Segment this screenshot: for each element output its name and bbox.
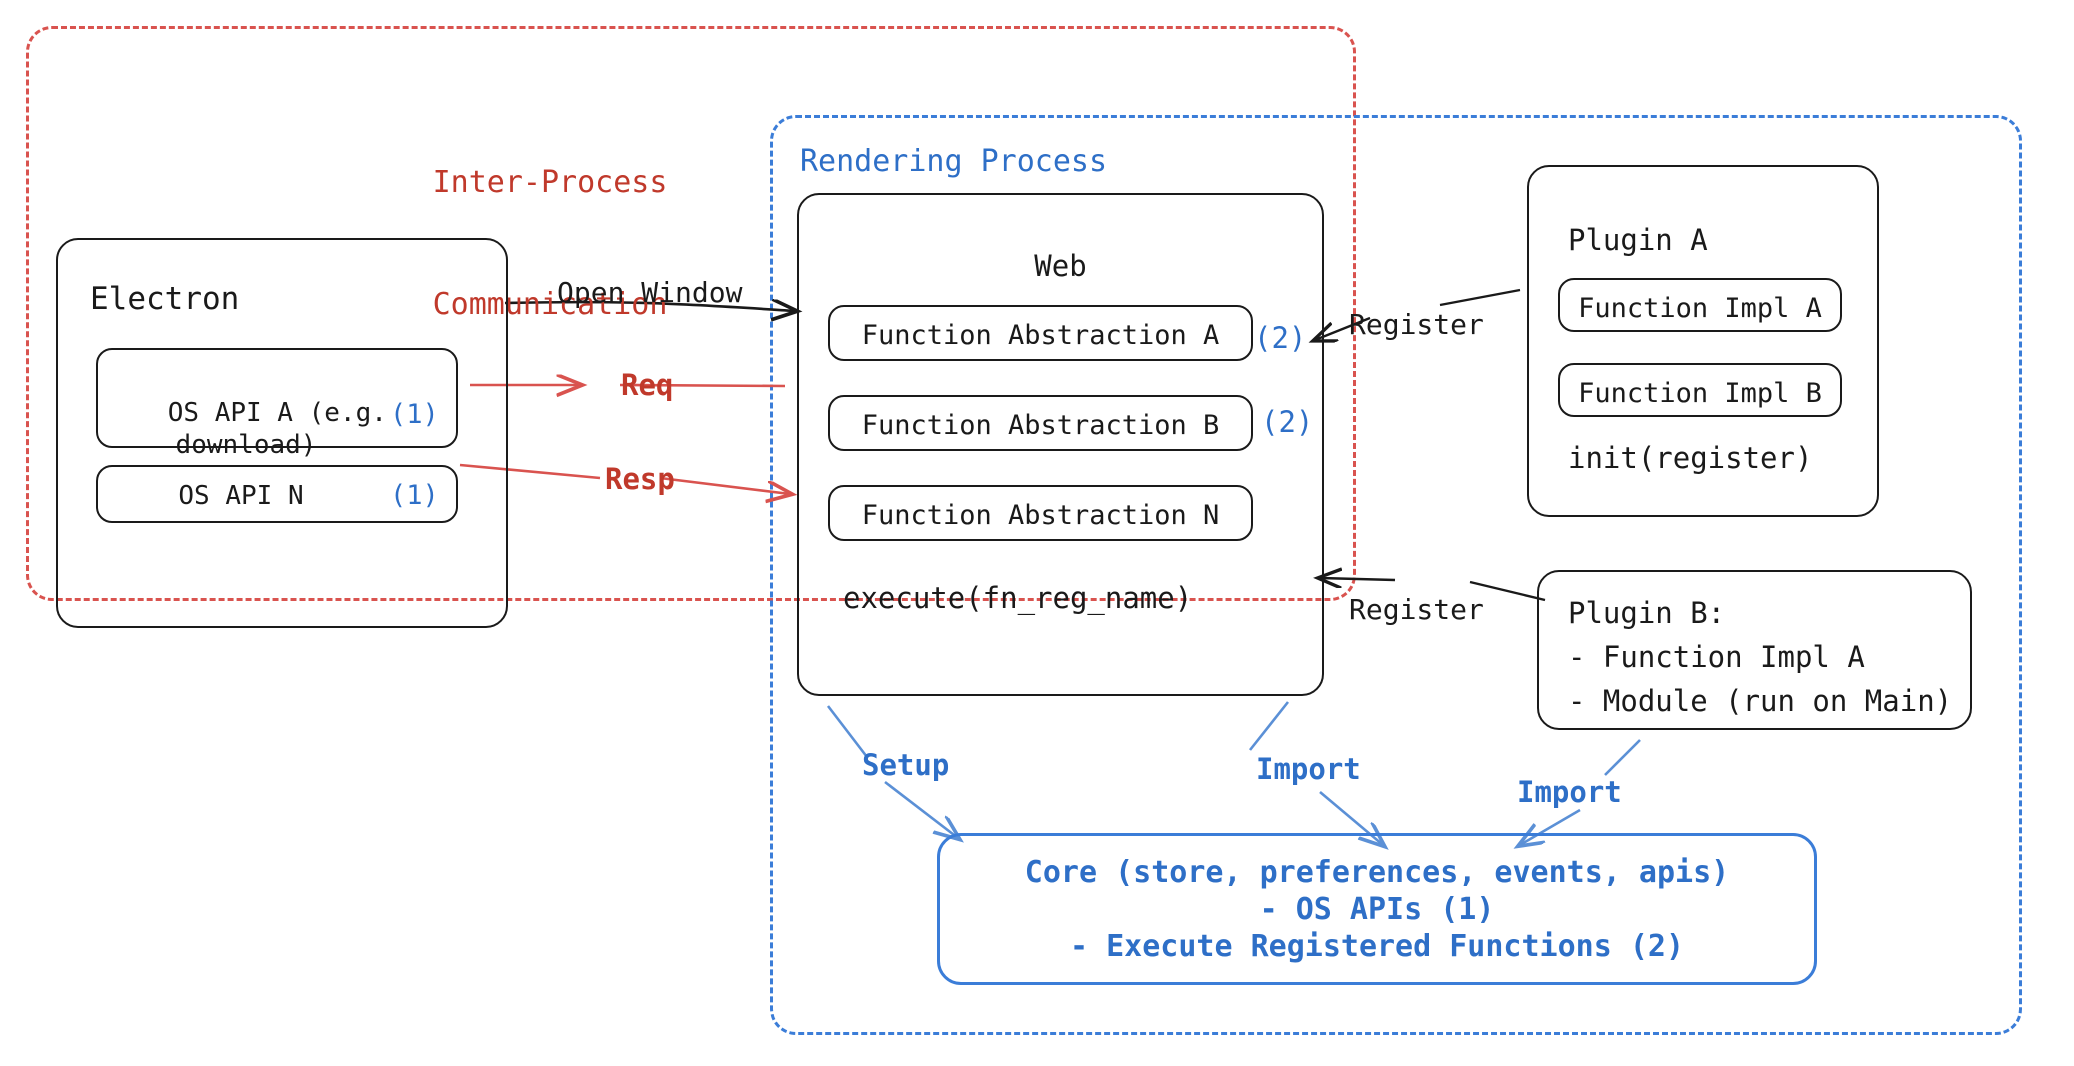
region-inter-process-communication [26,26,1356,601]
edge-label-import-web: Import [1256,752,1361,786]
plugin-a-title: Plugin A [1568,223,1708,257]
os-api-a-marker: (1) [390,399,439,430]
plugin-a-box [1527,165,1879,517]
plugin-a-impl-a-box [1558,278,1842,332]
edge-label-open-window: Open Window [557,276,743,309]
function-abstraction-a-label: Function Abstraction A [861,320,1220,351]
plugin-b-box [1537,570,1972,730]
plugin-b-title: Plugin B: [1568,596,1726,630]
plugin-a-footer-init: init(register) [1568,441,1813,475]
plugin-a-impl-b-box [1558,363,1842,417]
core-line-2: - OS APIs (1) [1259,892,1495,927]
web-footer-execute: execute(fn_reg_name) [843,581,1193,615]
edge-label-setup: Setup [862,748,950,782]
web-title: Web [1034,249,1087,283]
web-box [797,193,1324,696]
edge-label-req: Req [621,368,674,402]
function-abstraction-b-box [828,395,1253,451]
plugin-b-item-1: - Function Impl A [1568,640,1865,674]
plugin-a-impl-a-label: Function Impl A [1578,293,1822,324]
function-abstraction-a-box [828,305,1253,361]
ipc-label-line2: Communication [432,286,668,322]
os-api-n-box [96,465,458,523]
os-api-n-marker: (1) [390,480,439,511]
edge-label-register-plugin-a: Register [1349,308,1484,341]
core-line-1: Core (store, preferences, events, apis) [1024,855,1730,890]
os-api-a-box [96,348,458,448]
function-abstraction-n-box [828,485,1253,541]
core-box [937,833,1817,985]
region-rendering-process [770,115,2022,1035]
electron-box [56,238,508,628]
edge-label-register-plugin-b: Register [1349,593,1484,626]
function-abstraction-b-label: Function Abstraction B [861,410,1220,441]
core-line-3: - Execute Registered Functions (2) [1069,929,1685,964]
plugin-a-impl-b-label: Function Impl B [1578,378,1822,409]
function-abstraction-a-marker: (2) [1254,321,1307,355]
edge-label-resp: Resp [605,462,675,496]
os-api-a-name: OS API A (e.g. download) [167,397,387,461]
ipc-region-label: Inter-Process Communication [420,82,680,406]
edge-label-import-plugin-b: Import [1517,775,1622,809]
plugin-b-item-2: - Module (run on Main) [1568,684,1953,718]
os-api-a-label: OS API A (e.g. download) [96,364,396,494]
function-abstraction-b-marker: (2) [1261,405,1314,439]
render-region-label: Rendering Process [800,144,1108,179]
os-api-n-label: OS API N [178,481,304,511]
electron-title: Electron [90,281,240,317]
ipc-label-line1: Inter-Process [432,165,668,200]
function-abstraction-n-label: Function Abstraction N [861,500,1220,531]
